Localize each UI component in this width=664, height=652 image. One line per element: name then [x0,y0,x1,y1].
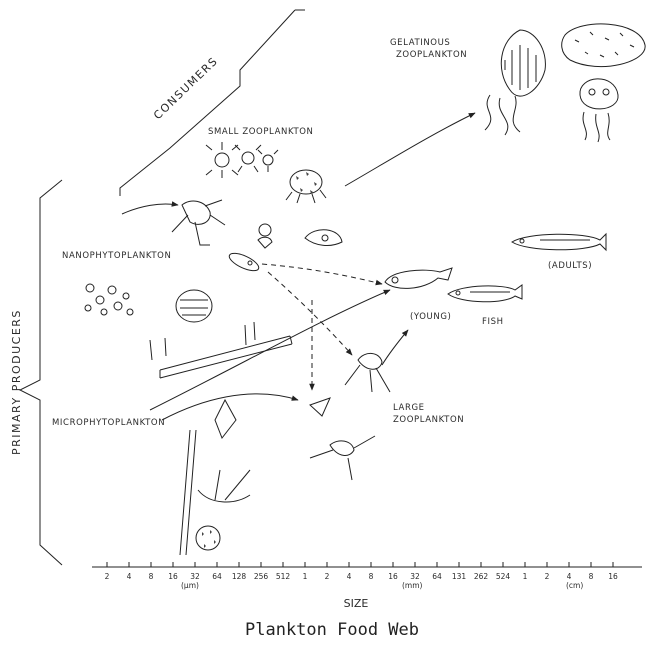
axis-tick-label: 4 [567,572,572,581]
gelatinous-label-2: ZOOPLANKTON [396,50,467,60]
gelatinous-zooplankton-illustration [485,24,645,142]
dashed-arrow-nano-to-young [262,264,382,284]
axis-tick-label: 256 [254,572,269,581]
axis-tick-label: 2 [325,572,330,581]
axis-tick-label: 4 [347,572,352,581]
unit-mm: (mm) [402,581,423,590]
axis-tick-label: 64 [212,572,222,581]
unit-cm: (cm) [566,581,583,590]
small-zooplankton-illustration [206,142,326,203]
primary-producers-bracket [20,180,62,565]
axis-tick-label: 524 [496,572,511,581]
axis-tick-label: 1 [523,572,528,581]
axis-tick-label: 8 [149,572,154,581]
small-zooplankton-label: SMALL ZOOPLANKTON [208,127,314,137]
young-label: (YOUNG) [410,312,451,322]
adults-label: (ADULTS) [548,261,592,271]
axis-tick-label: 8 [589,572,594,581]
figure-caption: Plankton Food Web [0,620,664,640]
copepod-illustration [172,200,342,248]
axis-tick-label: 64 [432,572,442,581]
large-zooplankton-illustration [310,353,390,480]
axis-tick-label: 4 [127,572,132,581]
fish-mid-illustration [448,285,522,302]
large-zooplankton-label-1: LARGE [393,403,425,413]
microphytoplankton-illustration [150,290,292,555]
large-zooplankton-label-2: ZOOPLANKTON [393,415,464,425]
consumers-bracket [120,10,305,196]
axis-tick-label: 16 [608,572,618,581]
axis-tick-label: 16 [388,572,398,581]
axis-tick-label: 1 [303,572,308,581]
size-axis-title: SIZE [344,597,369,610]
axis-tick-label: 2 [545,572,550,581]
primary-producers-label: PRIMARY PRODUCERS [10,309,23,455]
arrow-large-to-young [382,330,408,365]
microphytoplankton-label: MICROPHYTOPLANKTON [52,418,165,428]
axis-tick-label: 2 [105,572,110,581]
arrow-nano-to-small [122,204,178,214]
arrow-small-to-gelatinous [345,113,475,186]
axis-tick-label: 128 [232,572,247,581]
axis-tick-label: 512 [276,572,291,581]
axis-tick-label: 32 [190,572,200,581]
axis-tick-label: 131 [452,572,467,581]
unit-um: (μm) [181,581,199,590]
fish-young-illustration [385,268,452,288]
fish-label: FISH [482,317,504,327]
nanophytoplankton-label: NANOPHYTOPLANKTON [62,251,171,261]
axis-tick-label: 16 [168,572,178,581]
arrow-micro-to-large [162,394,298,420]
axis-tick-label: 262 [474,572,489,581]
fish-adult-illustration [512,234,606,250]
axis-tick-label: 32 [410,572,420,581]
axis-tick-label: 8 [369,572,374,581]
size-axis-ticks: 2 4 8 16 32 64 128 256 512 1 2 4 8 16 32 64 131 262 524 1 2 4… [105,562,618,581]
gelatinous-label-1: GELATINOUS [390,38,450,48]
